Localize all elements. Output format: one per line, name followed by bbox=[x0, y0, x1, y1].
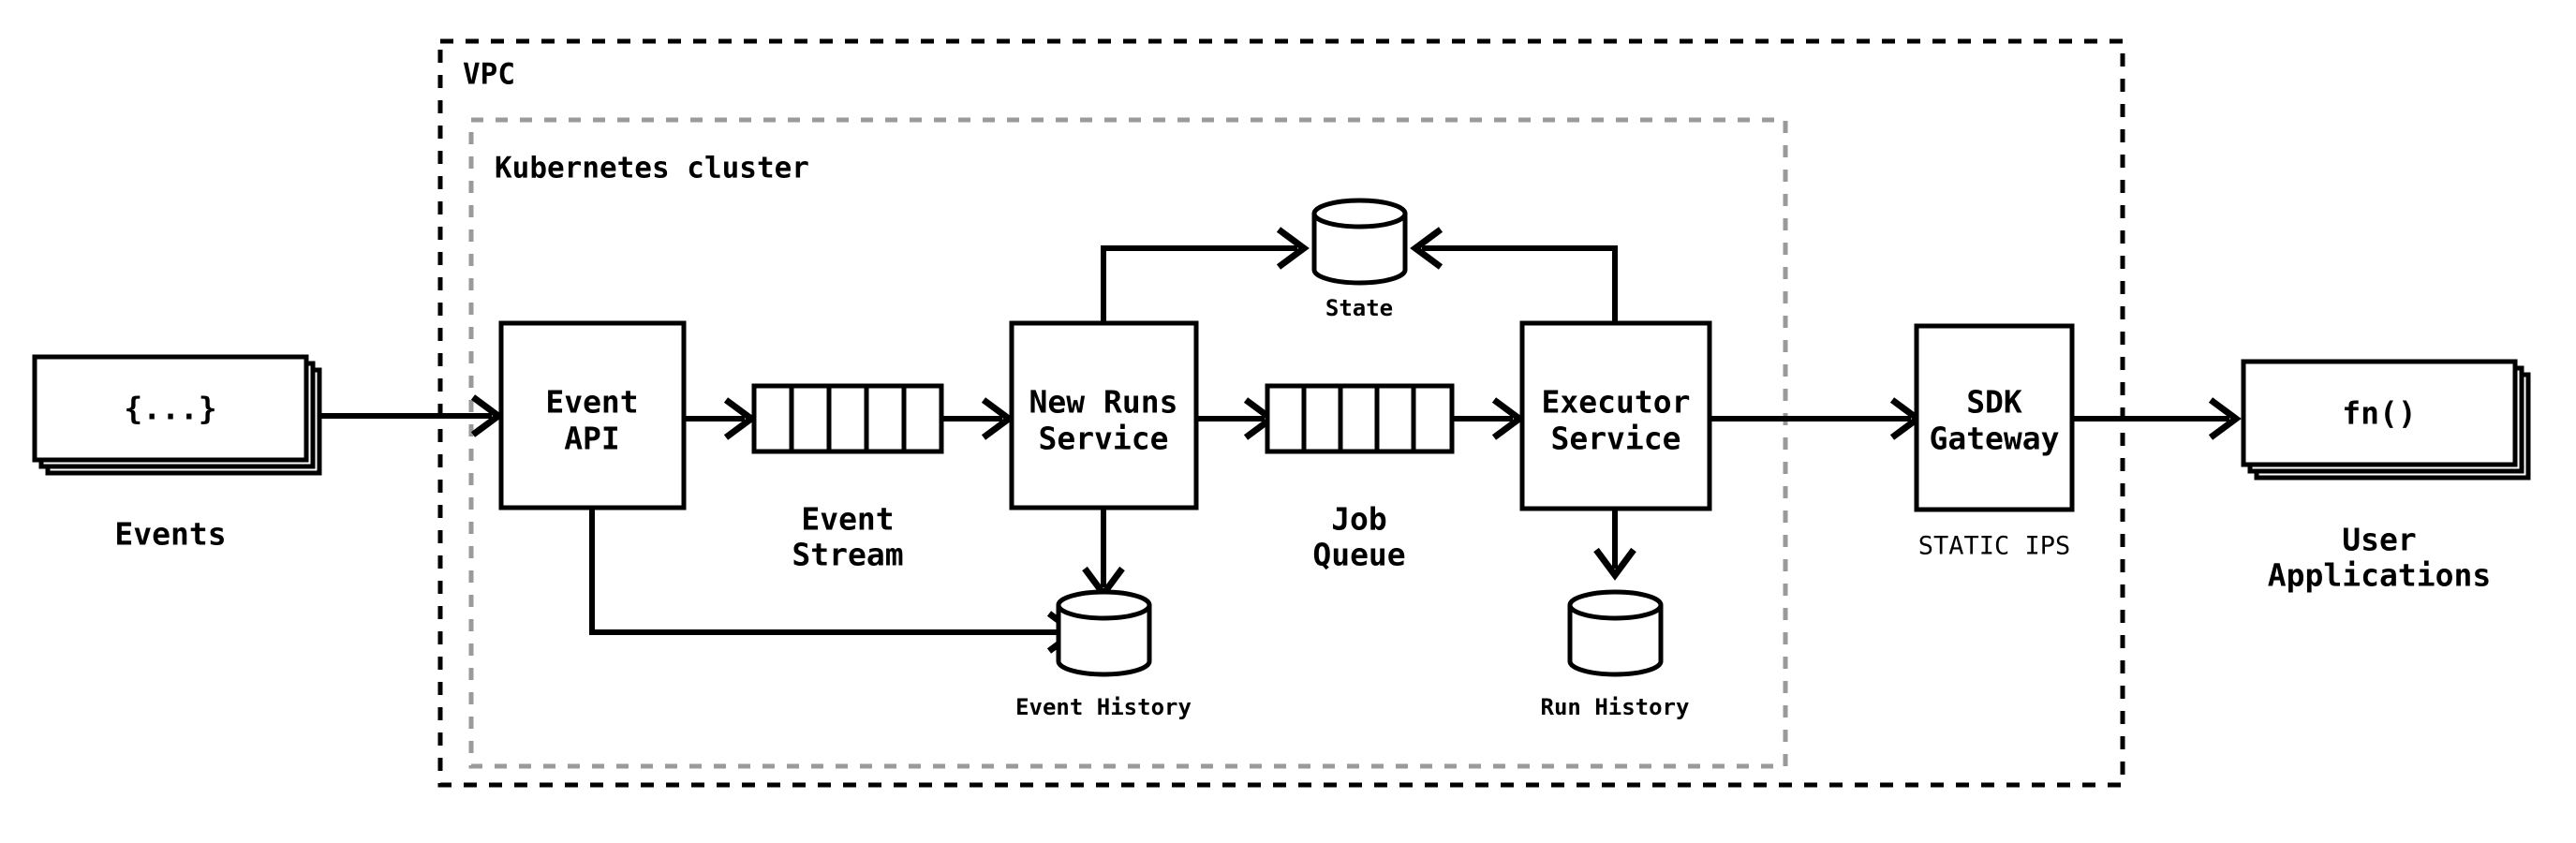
vpc-label: VPC bbox=[463, 58, 515, 92]
event-history-cylinder-top bbox=[1056, 589, 1152, 621]
node-run-history[interactable]: Run History bbox=[1541, 589, 1690, 720]
event-api-box bbox=[498, 320, 687, 510]
node-event-stream[interactable]: Event Stream bbox=[751, 383, 944, 573]
edge-event-api-to-event-stream bbox=[684, 397, 757, 440]
run-history-cylinder-body bbox=[1567, 602, 1664, 677]
executor-service-label-line1: Executor bbox=[1542, 384, 1691, 421]
event-api-label-line2: API bbox=[564, 421, 620, 457]
new-runs-service-label-line1: New Runs bbox=[1029, 384, 1178, 421]
group-kubernetes-cluster: Kubernetes cluster bbox=[468, 117, 1788, 769]
k8s-label: Kubernetes cluster bbox=[495, 152, 809, 185]
user-applications-caption-line1: User bbox=[2342, 522, 2416, 558]
edge-executor-service-to-sdk-gateway bbox=[1710, 397, 1923, 440]
node-job-queue[interactable]: Job Queue bbox=[1265, 383, 1455, 573]
node-user-applications[interactable]: fn() User Applications bbox=[2241, 359, 2531, 594]
edge-new-runs-service-to-job-queue bbox=[1196, 397, 1277, 440]
events-body-text: {...} bbox=[124, 391, 216, 427]
sdk-gateway-sublabel: STATIC IPS bbox=[1918, 532, 2071, 561]
state-cylinder-body bbox=[1311, 211, 1408, 286]
run-history-cylinder-top bbox=[1567, 589, 1664, 621]
edge-new-runs-service-to-state bbox=[1101, 227, 1310, 323]
executor-service-box bbox=[1519, 320, 1712, 511]
node-event-api[interactable]: Event API bbox=[498, 320, 687, 510]
events-caption: Events bbox=[114, 516, 226, 553]
event-stream-caption-line2: Stream bbox=[792, 537, 903, 573]
sdk-gateway-label-line1: SDK bbox=[1966, 384, 2022, 421]
edge-job-queue-to-executor-service bbox=[1452, 397, 1525, 440]
user-applications-stack-layer-1 bbox=[2241, 359, 2518, 467]
job-queue-caption-line2: Queue bbox=[1312, 537, 1405, 573]
events-stack-layer-1 bbox=[32, 354, 309, 463]
sdk-gateway-box bbox=[1914, 323, 2075, 512]
node-events[interactable]: {...} Events bbox=[32, 354, 322, 553]
run-history-caption: Run History bbox=[1541, 694, 1690, 720]
edges-layer bbox=[316, 227, 2242, 654]
node-executor-service[interactable]: Executor Service bbox=[1519, 320, 1712, 511]
edge-sdk-gateway-to-user-applications bbox=[2072, 397, 2242, 440]
node-state[interactable]: State bbox=[1311, 198, 1408, 321]
edge-events-to-event-api bbox=[316, 394, 504, 437]
event-stream-caption-line1: Event bbox=[801, 501, 894, 538]
edge-executor-service-to-run-history bbox=[1593, 509, 1636, 581]
event-api-label-line1: Event bbox=[545, 384, 638, 421]
sdk-gateway-label-line2: Gateway bbox=[1929, 421, 2059, 457]
edge-new-runs-service-to-event-history bbox=[1082, 508, 1125, 599]
k8s-border bbox=[468, 117, 1788, 769]
user-applications-caption-line2: Applications bbox=[2268, 557, 2491, 594]
executor-service-label-line2: Service bbox=[1550, 421, 1680, 457]
new-runs-service-label-line2: Service bbox=[1038, 421, 1168, 457]
new-runs-service-box bbox=[1009, 320, 1199, 510]
node-sdk-gateway[interactable]: SDK Gateway STATIC IPS bbox=[1914, 323, 2075, 561]
node-event-history[interactable]: Event History bbox=[1015, 589, 1192, 720]
event-stream-box bbox=[751, 383, 944, 454]
state-cylinder-top bbox=[1311, 198, 1408, 229]
job-queue-caption-line1: Job bbox=[1331, 501, 1387, 538]
node-new-runs-service[interactable]: New Runs Service bbox=[1009, 320, 1199, 510]
event-history-cylinder-body bbox=[1056, 602, 1152, 677]
event-history-caption: Event History bbox=[1015, 694, 1192, 720]
edge-executor-service-to-state bbox=[1410, 227, 1618, 323]
edge-event-stream-to-new-runs-service bbox=[941, 397, 1014, 440]
user-applications-body-text: fn() bbox=[2342, 395, 2416, 432]
job-queue-box bbox=[1265, 383, 1455, 454]
state-caption: State bbox=[1325, 295, 1393, 321]
